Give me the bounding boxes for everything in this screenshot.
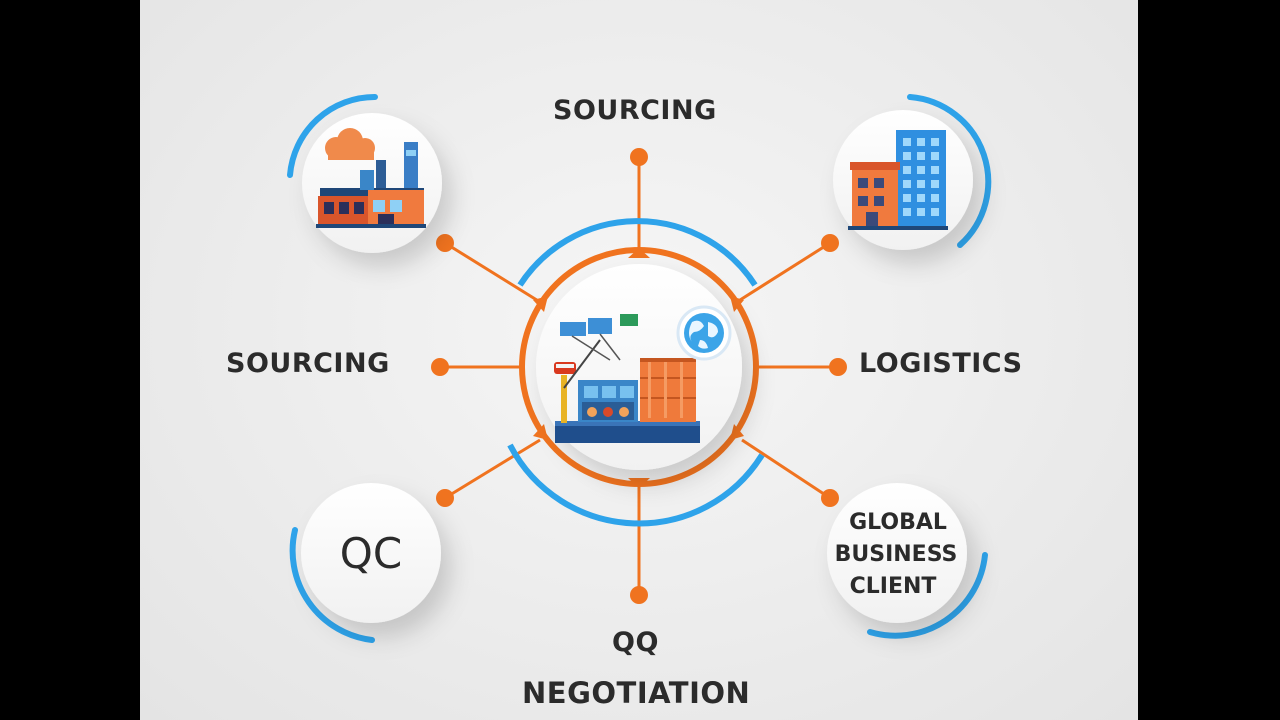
hub-diagram: QC GLOBAL BUSINESS CLIENT bbox=[287, 93, 992, 643]
hub-blue-arc-top bbox=[517, 218, 758, 287]
spoke-top-right bbox=[739, 241, 831, 302]
arc-top-right bbox=[907, 94, 992, 248]
dot-bottom bbox=[630, 586, 648, 604]
node-qc-label: QC bbox=[340, 529, 402, 578]
dot-top-left bbox=[436, 234, 454, 252]
globe-icon bbox=[676, 305, 732, 361]
node-global-line2: BUSINESS bbox=[835, 542, 958, 567]
dot-bottom-right bbox=[821, 489, 839, 507]
label-left-sourcing: SOURCING bbox=[226, 348, 390, 379]
label-right-logistics: LOGISTICS bbox=[859, 348, 1023, 379]
diagram-canvas: QC GLOBAL BUSINESS CLIENT SOURCING SOURC… bbox=[140, 0, 1138, 720]
label-top-sourcing: SOURCING bbox=[553, 95, 717, 126]
node-global-line1: GLOBAL bbox=[849, 510, 947, 535]
label-bottom-qq: QQ bbox=[612, 627, 659, 658]
dot-top-right bbox=[821, 234, 839, 252]
node-qc-circle bbox=[301, 483, 441, 623]
spoke-lines bbox=[440, 157, 838, 595]
office-building-icon bbox=[848, 130, 948, 230]
dot-left bbox=[431, 358, 449, 376]
dot-bottom-left bbox=[436, 489, 454, 507]
arc-top-left bbox=[287, 93, 378, 178]
arc-bottom-right bbox=[867, 552, 988, 639]
factory-icon bbox=[316, 128, 426, 228]
label-bottom-negotiation: NEGOTIATION bbox=[522, 676, 751, 710]
spoke-dots bbox=[431, 148, 847, 604]
spoke-top-left bbox=[444, 241, 541, 304]
spoke-bottom-right bbox=[741, 438, 831, 500]
arc-bottom-left bbox=[289, 527, 375, 643]
spoke-bottom-left bbox=[444, 438, 541, 500]
node-global-line3: CLIENT bbox=[850, 574, 937, 599]
shipping-port-icon bbox=[554, 314, 700, 443]
dot-right bbox=[829, 358, 847, 376]
node-global-circle bbox=[827, 483, 967, 623]
dot-top bbox=[630, 148, 648, 166]
hub-blue-arc-bottom bbox=[507, 443, 765, 527]
